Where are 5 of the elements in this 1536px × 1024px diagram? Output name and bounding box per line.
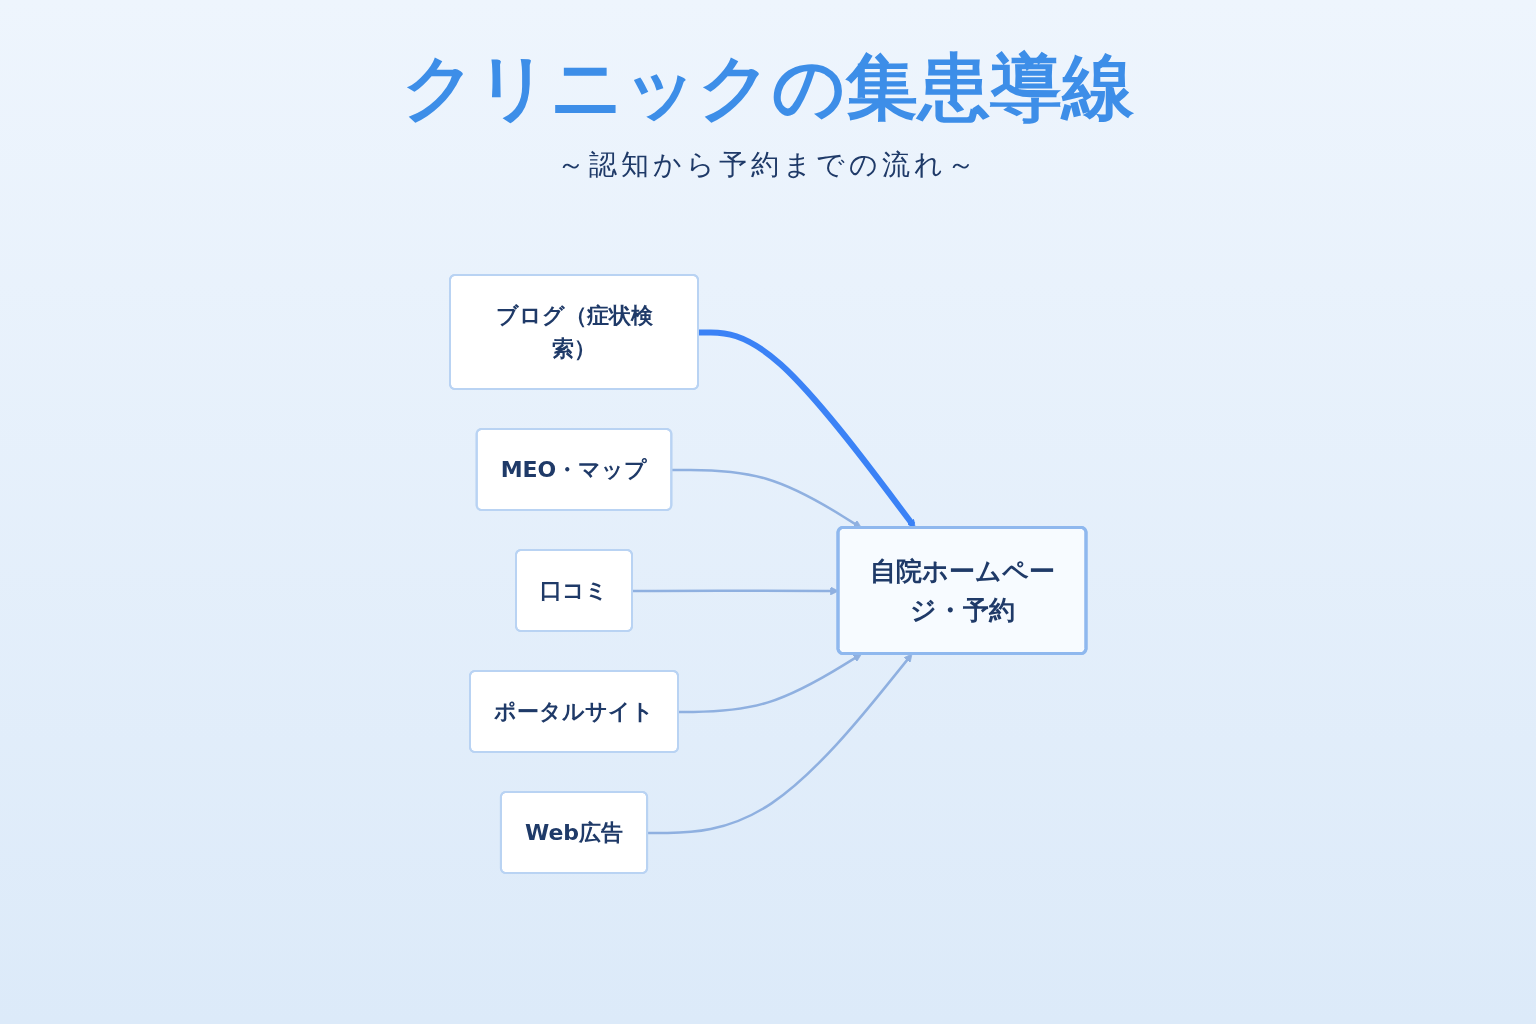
arrow [678, 653, 862, 714]
title: クリニックの集患導線 [402, 44, 1134, 131]
arrow [647, 653, 913, 835]
arrow [632, 586, 839, 596]
subtitle: ～認知から予約までの流れ～ [557, 147, 979, 183]
